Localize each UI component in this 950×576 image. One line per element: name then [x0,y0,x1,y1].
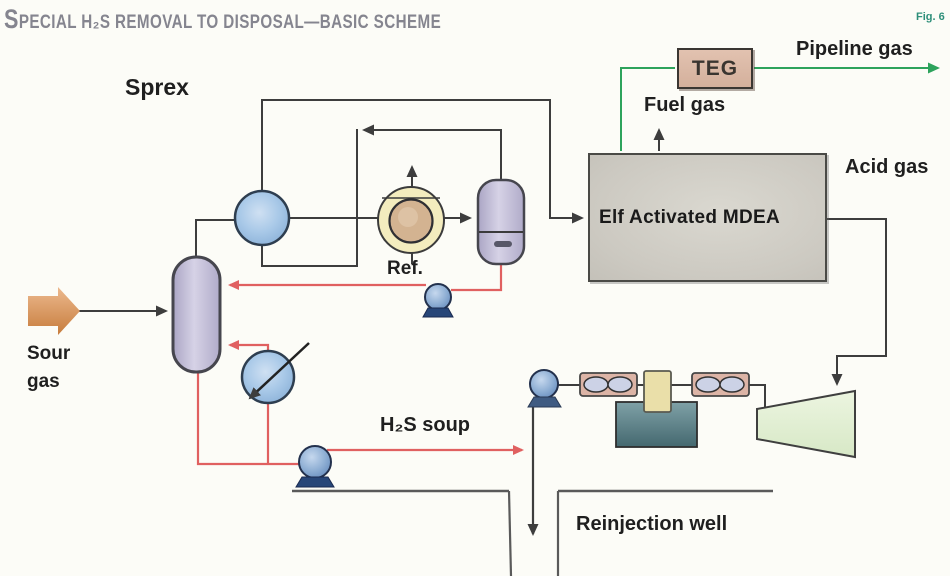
pipeline-gas-label: Pipeline gas [796,38,913,60]
figure-title: SPECIAL H₂S REMOVAL TO DISPOSAL—BASIC SC… [4,4,442,34]
acid-gas-line [827,218,887,386]
fuel-gas-label: Fuel gas [644,94,726,116]
mdea-unit-label: Elf Activated MDEA [599,206,781,228]
air-cooler-1 [579,372,638,397]
recycle-return-line [261,129,358,267]
bottoms-pump-base [295,476,335,488]
injection-pump [529,369,559,399]
chiller-highlight [398,207,418,227]
separator-bottoms-line [451,264,503,292]
well-wall-left [507,490,513,576]
refrigeration-label: Ref. [387,258,423,279]
reflux-pump [424,283,452,311]
injection-pump-base [527,396,562,408]
h2s-soup-label: H₂S soup [380,414,470,436]
reboiler-exchanger [240,349,296,405]
treated-gas-to-teg-line [620,67,675,151]
separator-demister [494,241,512,247]
cooler-drum-unit [615,401,698,448]
cross-exchanger [233,189,291,247]
flash-separator-vessel [476,178,526,266]
cooler-yellow-block [643,370,672,413]
sprex-column-vessel [171,255,222,374]
gas-to-mdea-line [261,99,584,224]
reflux-pump-base [422,307,454,318]
acid-gas-label: Acid gas [845,156,929,178]
air-cooler-2 [691,372,750,397]
teg-unit-box: TEG [677,48,753,89]
sour-gas-label: Sour gas [27,343,71,392]
column-overhead-line [195,219,234,258]
reinjection-well-label: Reinjection well [576,513,728,535]
separator-overhead-line [362,124,502,180]
exchanger-duty-arrow [248,342,310,400]
column-bottoms-line [196,372,300,466]
acid-gas-compressor [756,389,856,459]
sour-gas-arrow [28,287,80,335]
teg-unit-label: TEG [691,56,739,80]
figure-number: Fig. 6 [916,11,945,23]
mdea-unit-box: Elf Activated MDEA [588,153,827,282]
process-name-label: Sprex [125,74,189,100]
bottoms-pump [298,445,332,479]
